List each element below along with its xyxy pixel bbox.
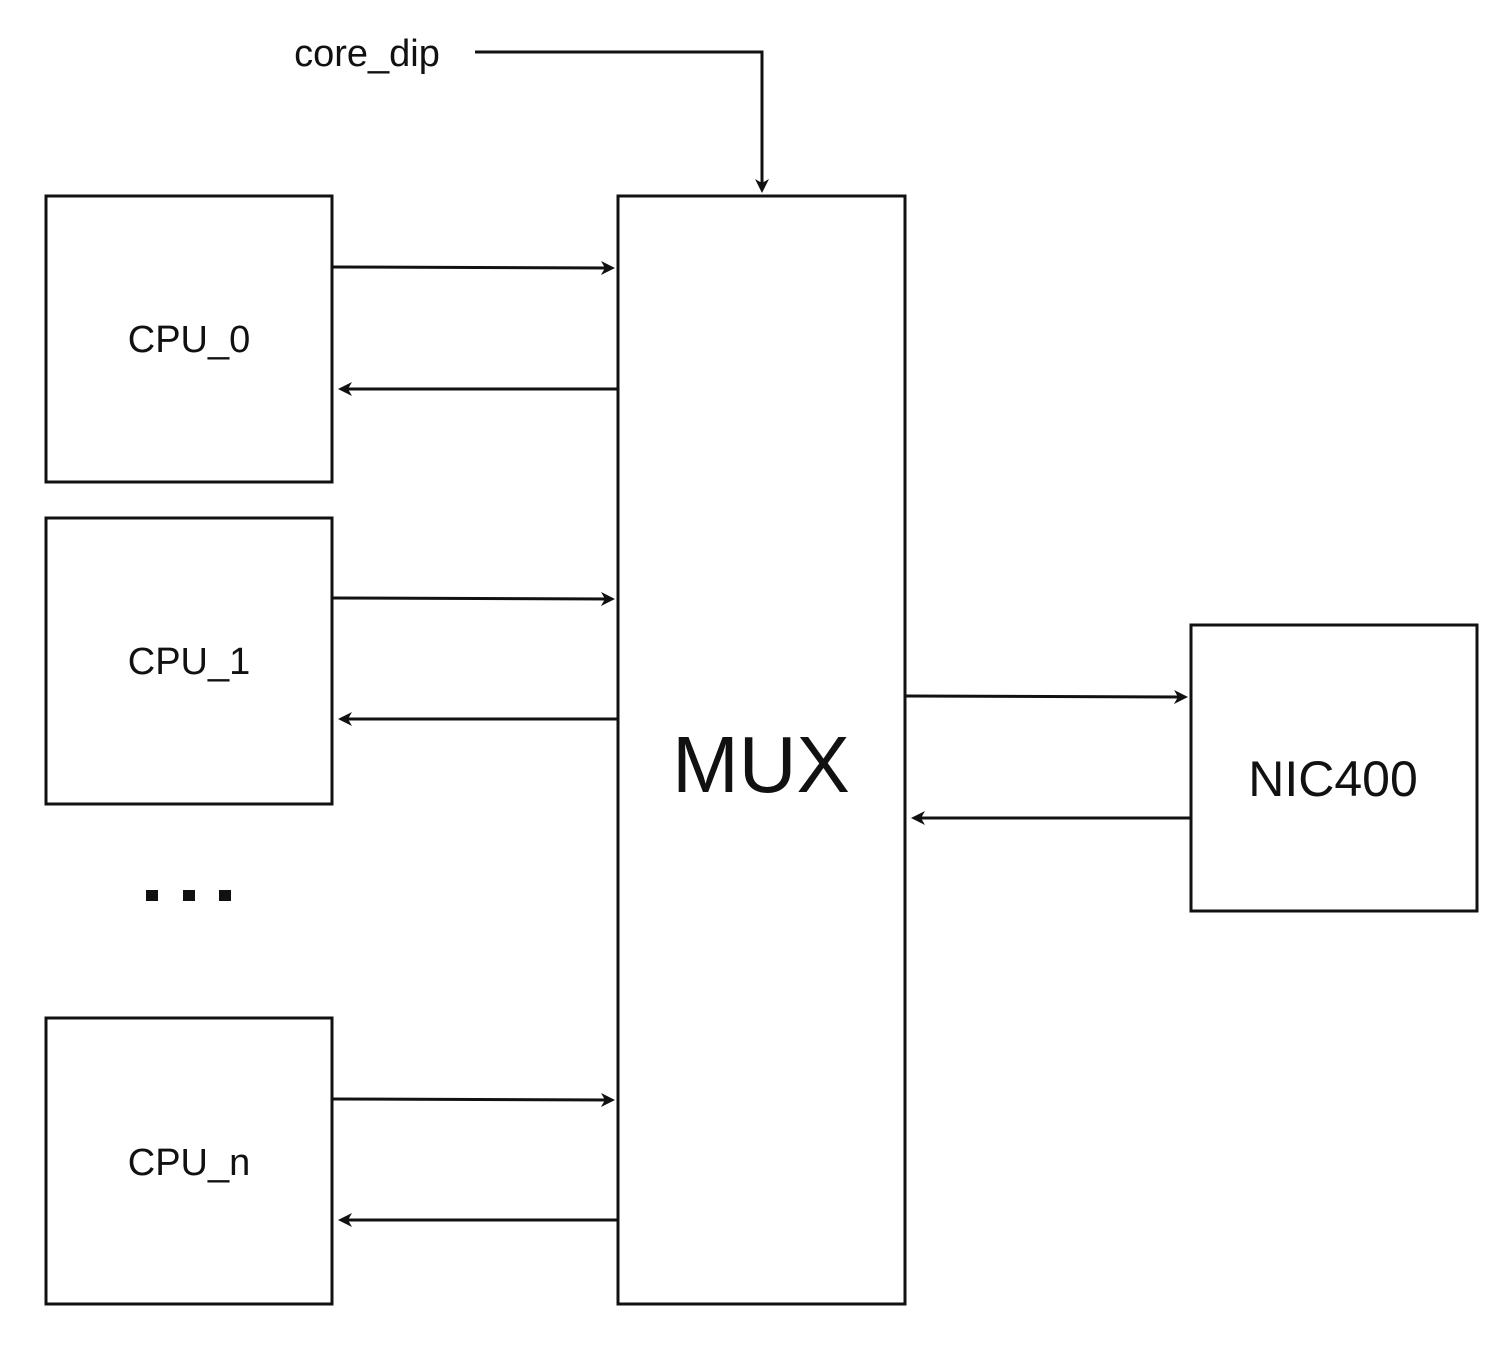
cpu-ellipsis: ... (146, 890, 231, 901)
cpu-n-block: CPU_n (44, 1016, 334, 1306)
nic400-label: NIC400 (1248, 751, 1418, 807)
cpu-1-to-mux-arrow (332, 591, 615, 606)
cpu-0-label: CPU_0 (128, 319, 251, 361)
cpu-n-to-mux-arrow (332, 1092, 615, 1107)
mux-to-nic400-arrow (905, 689, 1188, 704)
cpu-n-label: CPU_n (128, 1142, 251, 1184)
core-dip-to-mux-arrow (475, 50, 769, 193)
cpu-0-to-mux-arrow (332, 260, 615, 275)
core-dip-label: core_dip (294, 33, 440, 75)
cpu-0-block: CPU_0 (44, 194, 334, 484)
nic400-block: NIC400 (1189, 623, 1479, 913)
core-dip-signal: core_dip (294, 33, 440, 75)
mux-block: MUX (616, 194, 907, 1306)
cpu-1-label: CPU_1 (128, 641, 251, 683)
cpu-1-block: CPU_1 (44, 516, 334, 806)
mux-label: MUX (672, 720, 850, 809)
